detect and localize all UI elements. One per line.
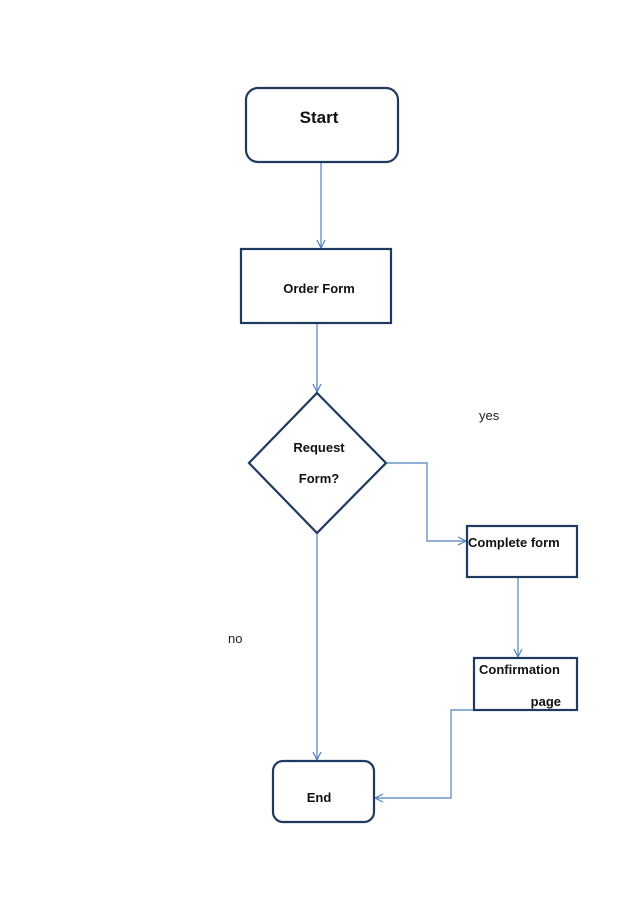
start-label: Start bbox=[300, 108, 339, 127]
node-start: Start bbox=[244, 86, 400, 164]
decision-label-line2: Form? bbox=[299, 471, 340, 486]
complete-form-label: Complete form bbox=[468, 535, 560, 550]
order-form-label: Order Form bbox=[283, 281, 355, 296]
confirmation-shape bbox=[472, 656, 579, 712]
node-end: End bbox=[271, 759, 376, 824]
edges bbox=[317, 162, 518, 798]
start-shape bbox=[244, 86, 400, 164]
decision-shape bbox=[247, 391, 388, 535]
edge-decision-to-complete-form bbox=[386, 462, 466, 541]
confirmation-label-line2: page bbox=[531, 694, 561, 709]
node-order-form: Order Form bbox=[239, 247, 393, 325]
node-confirmation: Confirmation page bbox=[472, 656, 579, 712]
decision-label-line1: Request bbox=[293, 440, 345, 455]
edge-confirmation-to-end bbox=[375, 709, 474, 798]
order-form-shape bbox=[239, 247, 393, 325]
no-label: no bbox=[228, 631, 242, 646]
complete-form-shape bbox=[465, 524, 579, 579]
node-complete-form: Complete form bbox=[465, 524, 579, 579]
node-decision: Request Form? bbox=[247, 391, 388, 535]
yes-label: yes bbox=[479, 408, 500, 423]
end-shape bbox=[271, 759, 376, 824]
end-label: End bbox=[307, 790, 332, 805]
confirmation-label-line1: Confirmation bbox=[479, 662, 560, 677]
